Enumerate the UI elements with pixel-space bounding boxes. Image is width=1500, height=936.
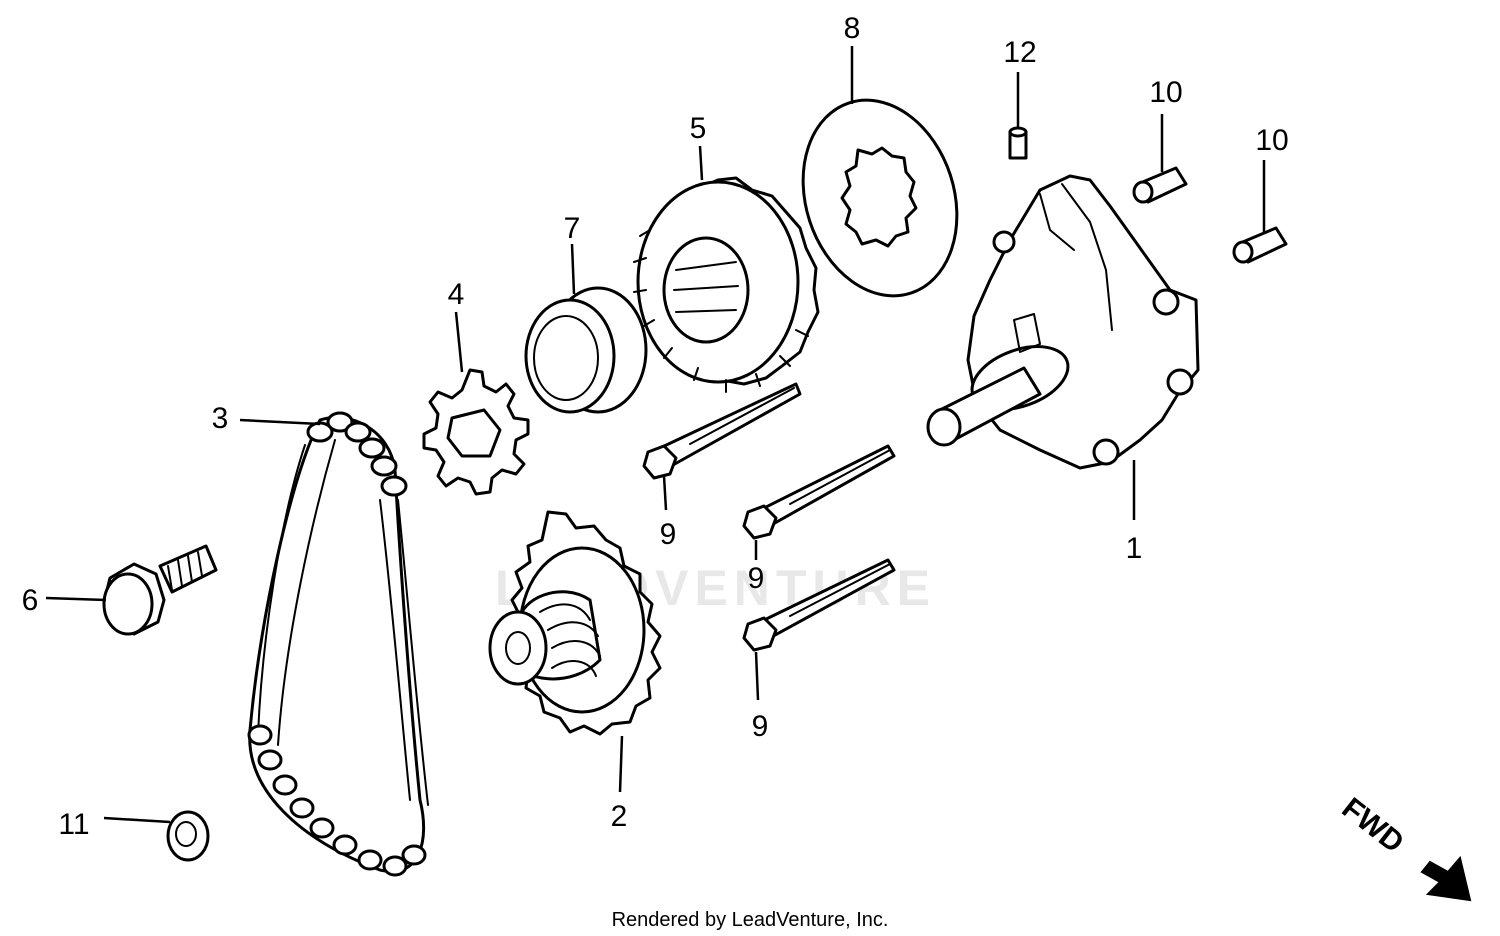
part-bolt-upper[interactable] <box>642 382 802 480</box>
forward-indicator: FWD <box>1336 792 1472 902</box>
part-bolt-middle[interactable] <box>742 444 896 540</box>
callout-5: 5 <box>690 112 707 145</box>
callout-10-b: 10 <box>1255 124 1288 157</box>
part-clip[interactable] <box>166 810 210 862</box>
part-small-pin[interactable] <box>1008 126 1028 160</box>
part-large-gear[interactable] <box>633 176 820 393</box>
callout-12: 12 <box>1003 36 1036 69</box>
callout-1: 1 <box>1126 532 1143 565</box>
callout-9-middle: 9 <box>748 562 765 595</box>
leader-lines <box>45 46 1266 824</box>
chain-links-top <box>306 411 408 497</box>
part-bolt-lower[interactable] <box>742 558 896 652</box>
credit-text: Rendered by LeadVenture, Inc. <box>612 909 889 931</box>
callout-11: 11 <box>58 808 89 841</box>
part-driven-sprocket[interactable] <box>488 510 662 736</box>
chain-links-bottom <box>247 724 427 877</box>
callout-2: 2 <box>611 800 628 833</box>
part-collar[interactable] <box>524 286 648 414</box>
callout-9-upper: 9 <box>660 518 677 551</box>
forward-label: FWD <box>1336 792 1410 860</box>
part-dowel-pin-b[interactable] <box>1232 226 1288 264</box>
part-oil-pump[interactable] <box>926 174 1200 470</box>
part-small-sprocket[interactable] <box>422 368 530 496</box>
forward-arrow-icon <box>1420 855 1472 902</box>
callout-3: 3 <box>212 402 229 435</box>
part-dowel-pin-a[interactable] <box>1132 166 1188 204</box>
callout-9-lower: 9 <box>752 710 769 743</box>
callout-7: 7 <box>564 212 581 245</box>
part-thrust-washer[interactable] <box>779 80 982 316</box>
callout-4: 4 <box>448 278 465 311</box>
callout-8: 8 <box>844 12 861 45</box>
part-flange-bolt[interactable] <box>102 544 218 636</box>
part-drive-chain[interactable] <box>247 411 429 877</box>
callout-6: 6 <box>22 584 39 617</box>
callout-10-a: 10 <box>1149 76 1182 109</box>
